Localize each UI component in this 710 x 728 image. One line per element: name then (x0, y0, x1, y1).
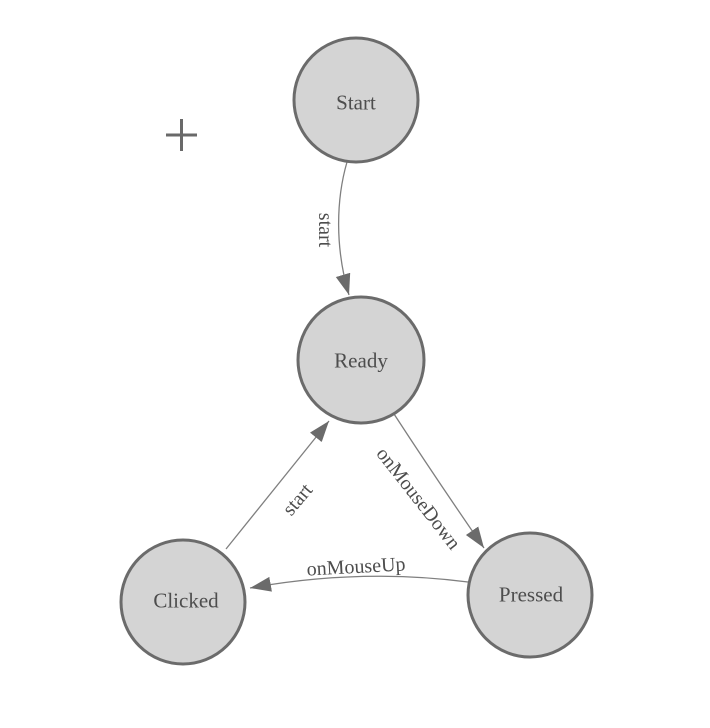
node-ready-label: Ready (334, 348, 388, 372)
node-clicked[interactable]: Clicked (119, 538, 247, 666)
edge-label-start-2: start (278, 479, 317, 520)
edge-line-pressed-to-clicked[interactable] (249, 575, 469, 592)
node-ready-circle[interactable] (296, 295, 426, 425)
node-start-circle[interactable] (292, 36, 420, 164)
edge-line-clicked-to-ready[interactable] (225, 420, 330, 550)
edge-ready-to-pressed[interactable]: onMouseDown (372, 413, 485, 554)
node-pressed-label: Pressed (499, 582, 564, 606)
edge-label-onmouseup: onMouseUp (306, 553, 406, 580)
edge-line-start-to-ready[interactable] (335, 161, 351, 296)
node-start[interactable]: Start (292, 36, 420, 164)
edge-line-ready-to-pressed[interactable] (393, 413, 485, 549)
node-clicked-label: Clicked (153, 588, 219, 612)
node-clicked-circle[interactable] (119, 538, 247, 666)
edge-clicked-to-ready[interactable]: start (225, 420, 330, 550)
node-ready[interactable]: Ready (296, 295, 426, 425)
edge-pressed-to-clicked[interactable]: onMouseUp (249, 553, 469, 592)
node-pressed-circle[interactable] (466, 531, 594, 659)
edge-label-start-1: start (314, 213, 336, 248)
crosshair-cursor (166, 119, 197, 151)
edge-start-to-ready[interactable]: start (314, 161, 351, 296)
node-start-label: Start (336, 90, 376, 114)
plus-icon (166, 119, 197, 151)
node-pressed[interactable]: Pressed (466, 531, 594, 659)
